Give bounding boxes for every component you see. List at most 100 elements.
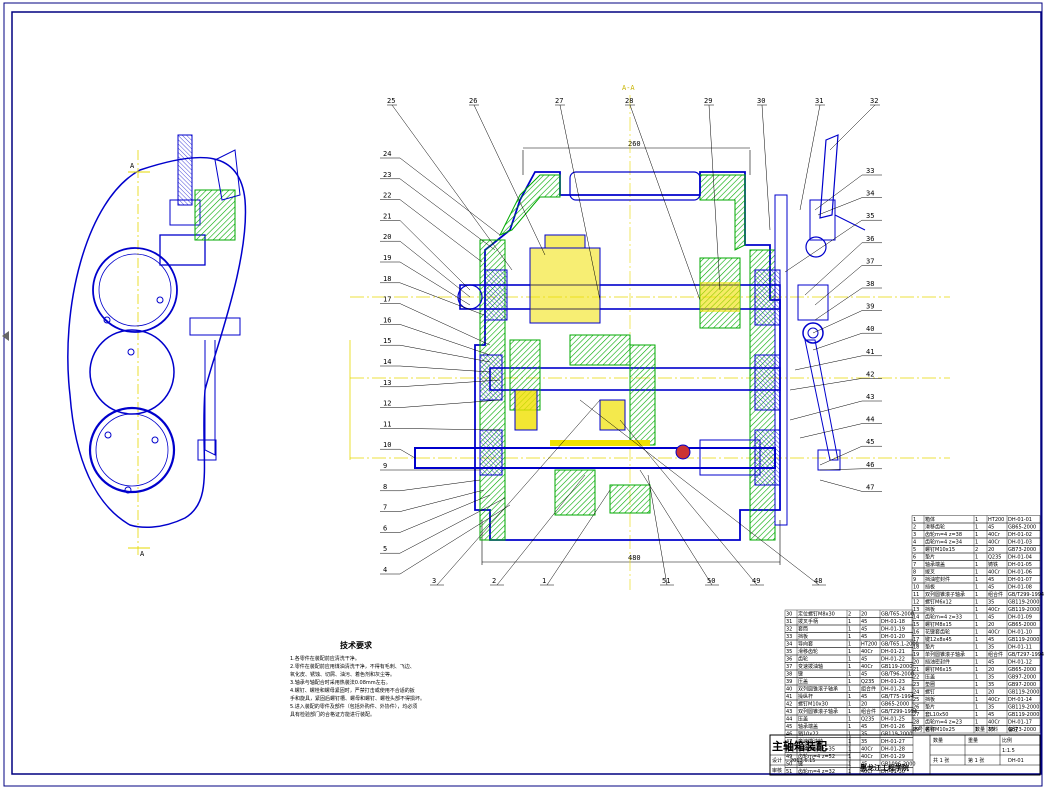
callout-number: 42: [866, 370, 874, 378]
bom-cell: 20: [988, 622, 994, 628]
bom-cell: 压盖: [925, 674, 935, 681]
triangle-left-icon[interactable]: [0, 329, 12, 343]
bom-cell: DH-01-07: [1008, 577, 1032, 583]
bom-cell: HT200: [861, 642, 877, 648]
bom-cell: DH-01-06: [1008, 570, 1032, 576]
bom-cell: 45: [988, 660, 994, 666]
callout-number: 13: [383, 379, 391, 387]
bom-cell: 1: [975, 555, 978, 561]
callout-number: 51: [662, 577, 670, 585]
callout-number: 37: [866, 257, 874, 265]
bom-cell: 38: [786, 672, 792, 678]
bom-cell: 双列圆锥滚子轴承: [925, 591, 965, 598]
bom-cell: GB65-2000: [1008, 525, 1036, 531]
bom-cell: 组合件: [988, 591, 1003, 598]
bom-cell: HT200: [988, 517, 1004, 523]
bom-cell: 42: [786, 702, 792, 708]
bom-cell: 1: [848, 724, 851, 730]
bom-cell: 20: [861, 702, 867, 708]
bom-cell: 1: [975, 562, 978, 568]
bom-cell: 45: [861, 619, 867, 625]
bom-cell: 1: [848, 657, 851, 663]
callout-number: 48: [814, 577, 822, 585]
bom-header: 序号名称数量材料备注: [913, 726, 1018, 733]
bom-cell: 6: [913, 555, 916, 561]
main-section-view: A-A 260 480: [349, 84, 950, 590]
bom-cell: 双列圆锥滚子轴承: [798, 708, 838, 715]
bom-cell: 滑移齿轮: [925, 524, 945, 531]
callout-number: 35: [866, 212, 874, 220]
bom-cell: 拨叉: [925, 569, 935, 576]
bom-cell: 20: [913, 660, 919, 666]
bom-cell: 1: [848, 672, 851, 678]
bom-cell: 垫片: [925, 554, 935, 561]
bom-cell: 齿轮m=4 z=23: [925, 719, 962, 726]
bom-cell: 压盖: [798, 716, 808, 723]
bom-cell: 34: [786, 642, 792, 648]
bom-cell: DH-01-09: [1008, 615, 1032, 621]
bom-cell: GB/T299-1994: [881, 709, 917, 715]
callout-number: 50: [707, 577, 715, 585]
scale-label: 比例: [1002, 737, 1012, 744]
bom-cell: 2: [848, 612, 851, 618]
bom-cell: 变速拨油轴: [798, 663, 823, 670]
bom-cell: GB/T96-2000: [881, 672, 914, 678]
bom-cell: 37: [786, 664, 792, 670]
bom-cell: DH-01-05: [1008, 562, 1032, 568]
callout-number: 44: [866, 416, 874, 424]
bom-cell: 1: [975, 697, 978, 703]
bom-cell: DH-01-08: [1008, 585, 1032, 591]
bom-cell: GB65-2000: [1008, 622, 1036, 628]
bom-cell: DH-01-01: [1008, 517, 1032, 523]
bom-cell: DH-01-10: [1008, 630, 1032, 636]
bom-cell: Q235: [988, 555, 1001, 561]
bom-cell: 9: [913, 577, 916, 583]
section-marker-top: A: [130, 162, 135, 170]
bom-cell: 40Cr: [988, 570, 1001, 576]
bom-cell: 45: [786, 724, 792, 730]
bom-cell: 齿轮m=4 z=35: [798, 746, 835, 753]
bom-cell: 1: [975, 660, 978, 666]
note-line: 具有检验部门的合格证方能进行装配。: [290, 711, 375, 718]
bom-cell: DH-01-28: [881, 747, 905, 753]
callout-number: 24: [383, 150, 391, 158]
bom-cell: 35: [988, 705, 994, 711]
bom-cell: 铸铁: [988, 561, 998, 568]
bom-cell: 销10x22: [798, 731, 819, 738]
dimension-top: 260: [628, 140, 641, 148]
bom-cell: 键: [798, 671, 803, 678]
bom-cell: 变速拨油轴: [798, 738, 823, 745]
bom-cell: DH-01-30: [881, 769, 905, 775]
scale-value: 1:1.5: [1002, 748, 1015, 754]
bom-cell: 35: [786, 649, 792, 655]
bom-cell: 45: [988, 585, 994, 591]
bom-cell: DH-01-18: [881, 619, 905, 625]
bom-cell: 40Cr: [988, 540, 1001, 546]
callout-number: 31: [815, 97, 823, 105]
bom-cell: 挡板: [925, 584, 935, 591]
note-line: 氧化皮、锈蚀、切屑、油污、着色剂和灰尘等。: [290, 671, 395, 678]
drawing-frame-outer: [3, 2, 1043, 787]
callout-number: 32: [870, 97, 878, 105]
bom-cell: DH-01-23: [881, 679, 905, 685]
bom-cell: 15: [913, 622, 919, 628]
bom-cell: 齿轮: [798, 656, 808, 663]
notes-title: 技术要求: [340, 640, 373, 650]
bom-cell: 27: [913, 712, 919, 718]
bom-cell: DH-01-22: [881, 657, 905, 663]
bom-cell: DH-01-14: [1008, 697, 1032, 703]
bom-cell: 1: [975, 667, 978, 673]
bom-cell: 45: [988, 525, 994, 531]
bom-cell: 1: [848, 627, 851, 633]
bom-cell: 1: [975, 622, 978, 628]
callout-number: 36: [866, 235, 874, 243]
bom-cell: 29: [913, 727, 919, 733]
bom-cell: 组合件: [861, 686, 876, 693]
bom-cell: 齿轮m=4 z=32: [798, 768, 835, 775]
bom-cell: 1: [975, 607, 978, 613]
bom-cell: GB73-2000: [1008, 547, 1036, 553]
bom-cell: 2: [913, 525, 916, 531]
callout-number: 10: [383, 441, 391, 449]
bom-cell: 垫片: [925, 704, 935, 711]
